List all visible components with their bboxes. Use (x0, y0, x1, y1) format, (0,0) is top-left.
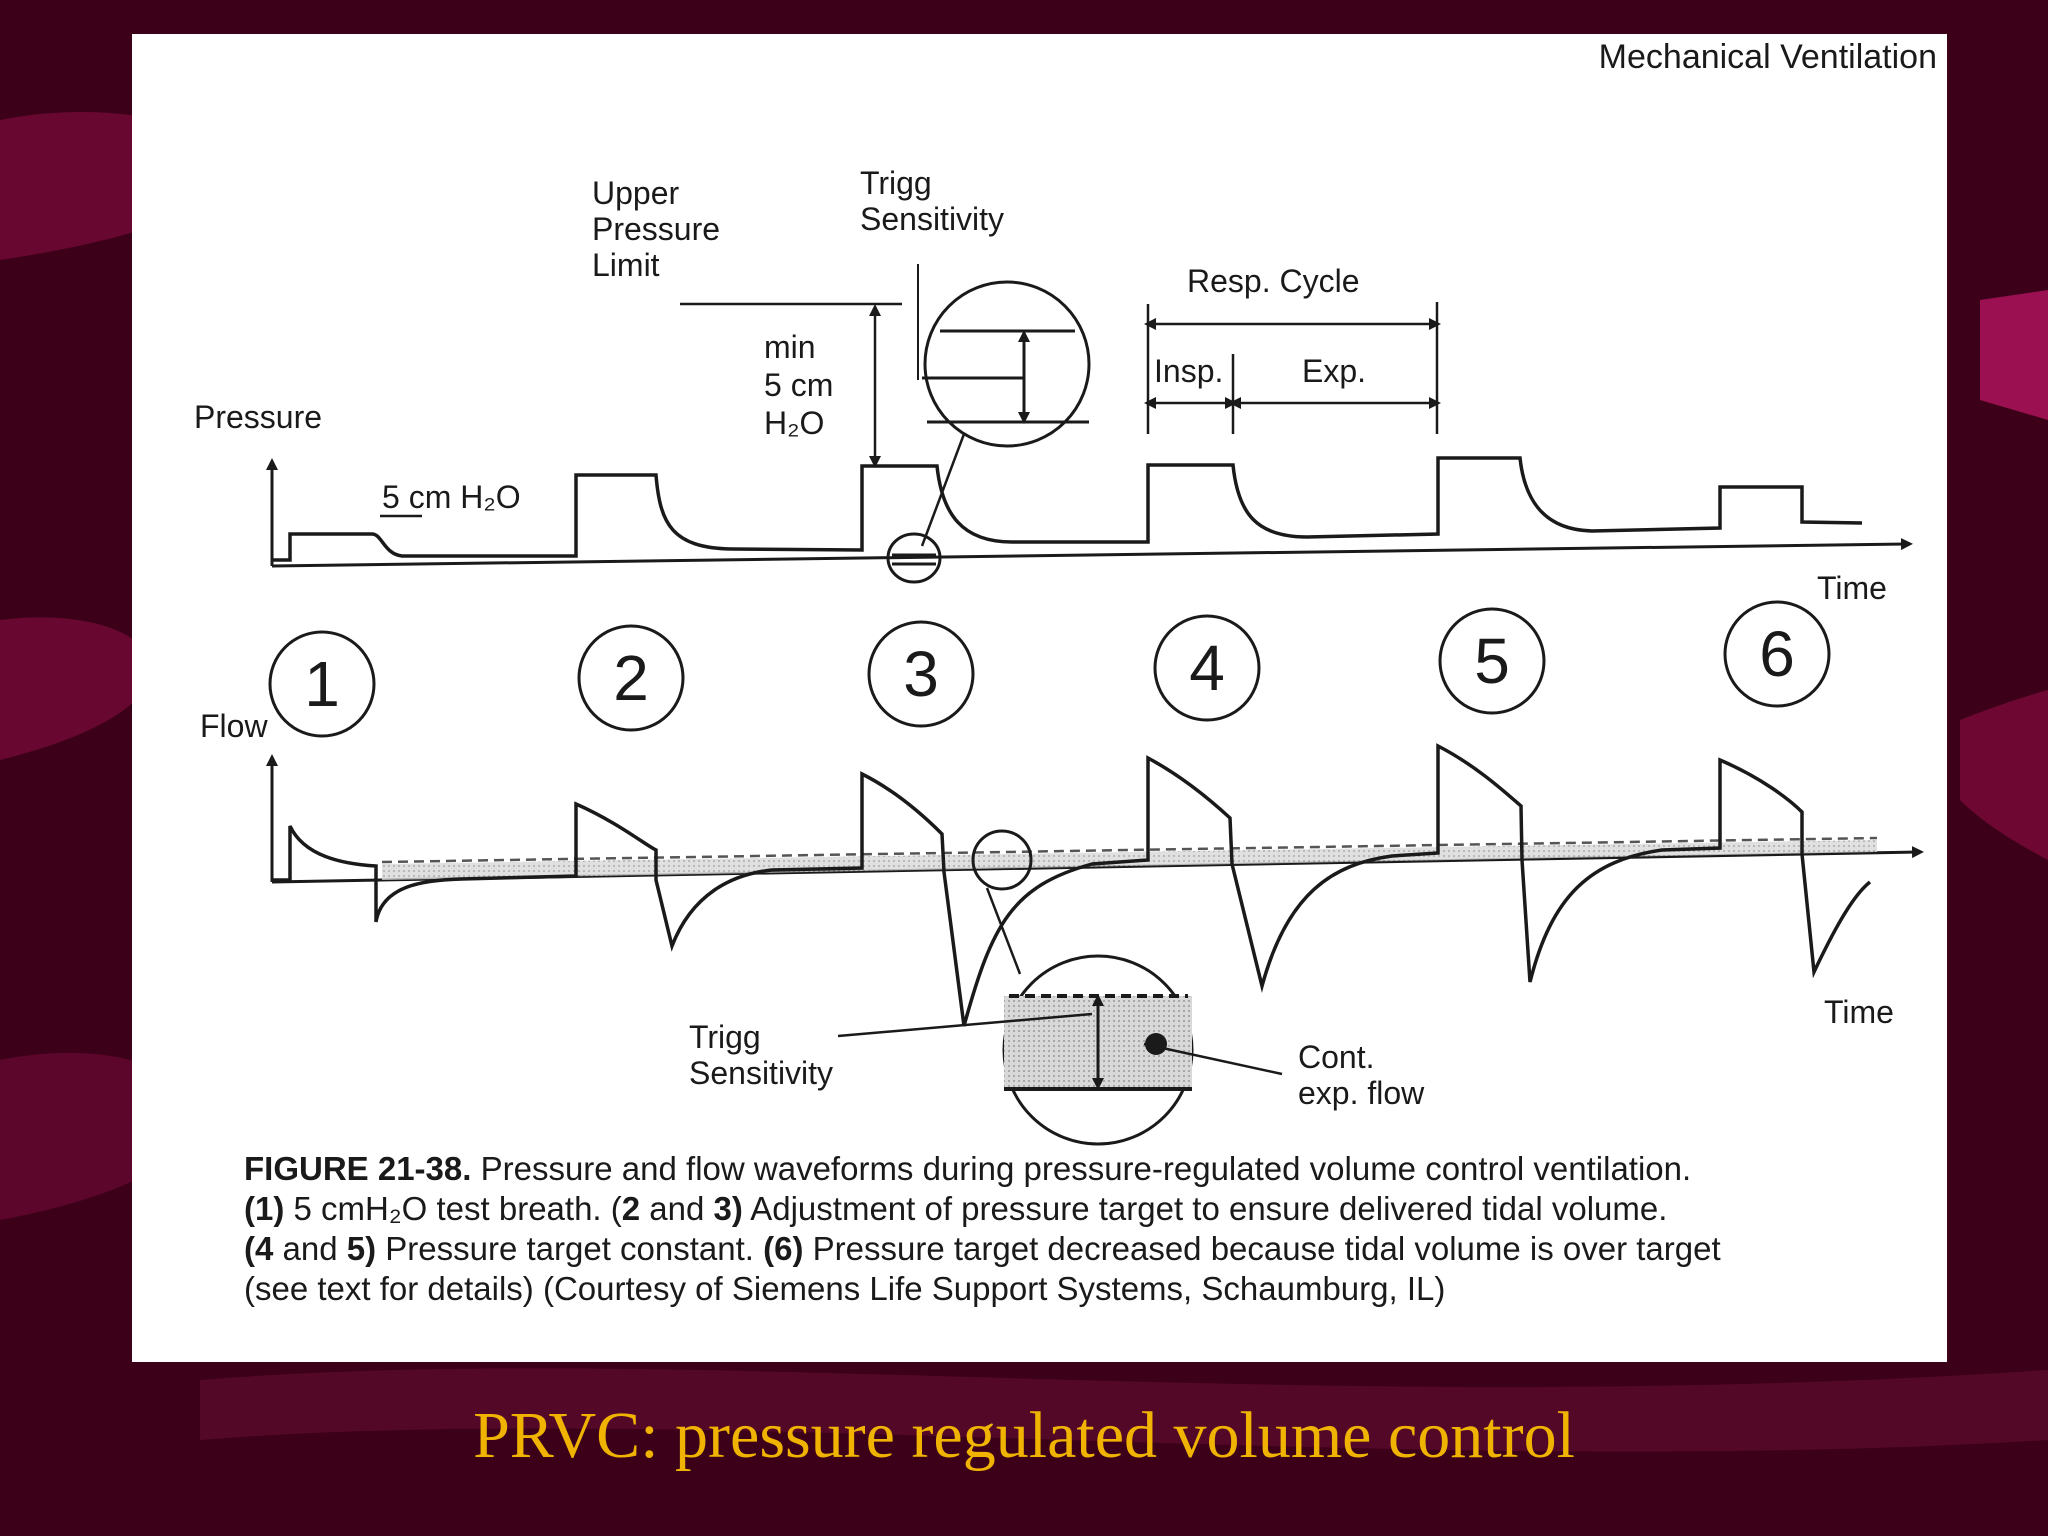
book-title: Mechanical Ventilation (1599, 38, 1937, 76)
upper-limit-label-1: Upper (592, 175, 680, 211)
min-label-2: 5 cm (764, 367, 833, 403)
flow-magnifier (837, 829, 1283, 1146)
upper-limit-label-2: Pressure (592, 211, 720, 247)
figure-panel: Mechanical Ventilation Pressure Time Upp… (132, 34, 1947, 1362)
resp-cycle-label: Resp. Cycle (1187, 263, 1360, 299)
caption-figure-id: FIGURE 21-38. (244, 1150, 472, 1187)
upper-limit-guides (680, 302, 902, 468)
pressure-waveform (272, 456, 1863, 562)
breath-number: 2 (613, 642, 649, 714)
cont-flow-label-1: Cont. (1298, 1039, 1374, 1075)
breath-number: 4 (1189, 632, 1225, 704)
pressure-trigg-label-1: Trigg (860, 165, 932, 201)
caption-line-4: (see text for details) (Courtesy of Siem… (244, 1270, 1894, 1308)
pressure-axis-label: Pressure (194, 399, 322, 435)
insp-label: Insp. (1154, 353, 1223, 389)
caption-text: 5 cmH₂O test breath. ( (293, 1190, 622, 1227)
trigg-dashed-line (381, 836, 1878, 864)
caption-n: (1) (244, 1190, 285, 1227)
exp-label: Exp. (1302, 353, 1366, 389)
waveform-diagram: Mechanical Ventilation Pressure Time Upp… (194, 38, 1937, 1146)
caption-text: Pressure target constant. (385, 1230, 754, 1267)
pressure-axes (266, 458, 1913, 568)
breath-number: 3 (903, 638, 939, 710)
caption-line-1: FIGURE 21-38. Pressure and flow waveform… (244, 1150, 1894, 1188)
breath-4: 4 (1153, 614, 1261, 722)
breath-6: 6 (1723, 600, 1831, 708)
breath-number: 5 (1474, 625, 1510, 697)
upper-limit-label-3: Limit (592, 247, 660, 283)
breath-3: 3 (867, 620, 975, 728)
slide-title: PRVC: pressure regulated volume control (473, 1399, 1575, 1472)
cont-flow-label-2: exp. flow (1298, 1075, 1425, 1111)
flow-axis-label: Flow (200, 708, 268, 744)
caption-line4-text: (see text for details) (Courtesy of Siem… (244, 1270, 1446, 1307)
caption-line-3: (4 and 5) Pressure target constant. (6) … (244, 1230, 1894, 1268)
min-label-1: min (764, 329, 816, 365)
caption-n: 5) (346, 1230, 377, 1267)
caption-line-2: (1) 5 cmH₂O test breath. (2 and 3) Adjus… (244, 1190, 1894, 1228)
caption-line1-text: Pressure and flow waveforms during press… (480, 1150, 1692, 1187)
flow-waveform (272, 743, 1872, 1027)
caption-n: 3) (713, 1190, 743, 1227)
flow-trigg-label-1: Trigg (689, 1019, 761, 1055)
caption-text: and (282, 1230, 338, 1267)
flow-trigg-label-2: Sensitivity (689, 1055, 833, 1091)
breath-5: 5 (1438, 607, 1546, 715)
flow-time-label: Time (1824, 994, 1894, 1030)
caption-n: (4 (244, 1230, 274, 1267)
breath-1: 1 (268, 630, 376, 738)
pressure-trigg-label-2: Sensitivity (860, 201, 1004, 237)
caption-text: Pressure target decreased because tidal … (812, 1230, 1721, 1267)
pressure-time-label: Time (1817, 570, 1887, 606)
breath-2: 2 (577, 624, 685, 732)
caption-n: 2 (621, 1190, 641, 1227)
test-breath-label: 5 cm H₂O (382, 479, 521, 515)
caption-n: (6) (763, 1230, 804, 1267)
cont-flow-dot (1145, 1033, 1167, 1055)
breath-number: 6 (1759, 618, 1795, 690)
caption-text: Adjustment of pressure target to ensure … (750, 1190, 1668, 1227)
pressure-magnifier (886, 264, 1091, 584)
breath-number: 1 (304, 648, 340, 720)
caption-text: and (649, 1190, 705, 1227)
min-label-3: H₂O (764, 405, 824, 441)
resp-cycle-guides (1144, 302, 1441, 434)
